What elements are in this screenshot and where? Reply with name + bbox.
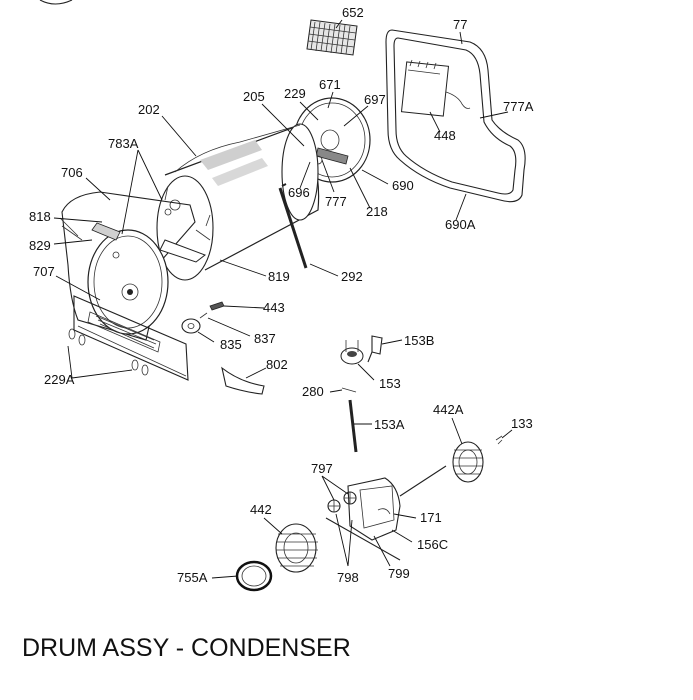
label-777A: 777A [503, 99, 534, 114]
motor-171 [325, 465, 447, 561]
pulley-442A [452, 435, 503, 483]
motor-mount-153 [340, 335, 383, 453]
label-819: 819 [268, 269, 290, 284]
label-690: 690 [392, 178, 414, 193]
label-696: 696 [288, 185, 310, 200]
label-802: 802 [266, 357, 288, 372]
label-153: 153 [379, 376, 401, 391]
bracket-802 [221, 366, 265, 395]
washer-835 [181, 312, 208, 334]
label-690A: 690A [445, 217, 476, 232]
label-153A: 153A [374, 417, 405, 432]
pulley-442 [275, 523, 318, 573]
label-706: 706 [61, 165, 83, 180]
label-77: 77 [453, 17, 467, 32]
label-292: 292 [341, 269, 363, 284]
ring-755A [235, 560, 273, 592]
label-707: 707 [33, 264, 55, 279]
leader-lines [53, 19, 513, 579]
grille-652 [306, 19, 358, 56]
label-835: 835 [220, 337, 242, 352]
clips-229A [68, 328, 149, 376]
label-783A: 783A [108, 136, 139, 151]
label-171: 171 [420, 510, 442, 525]
part-443 [209, 301, 225, 311]
support-rod-292 [278, 183, 308, 269]
label-442: 442 [250, 502, 272, 517]
label-837: 837 [254, 331, 276, 346]
label-829: 829 [29, 238, 51, 253]
label-797: 797 [311, 461, 333, 476]
part-labels: 652 77 671 229 205 697 202 783A 777A 448… [29, 5, 534, 585]
label-818: 818 [29, 209, 51, 224]
label-799: 799 [388, 566, 410, 581]
label-442A: 442A [433, 402, 464, 417]
label-205: 205 [243, 89, 265, 104]
front-bulkhead-707 [59, 191, 211, 341]
label-697: 697 [364, 92, 386, 107]
label-202: 202 [138, 102, 160, 117]
label-448: 448 [434, 128, 456, 143]
back-panel-77 [385, 29, 526, 203]
label-280: 280 [302, 384, 324, 399]
label-798: 798 [337, 570, 359, 585]
label-229: 229 [284, 86, 306, 101]
label-443: 443 [263, 300, 285, 315]
base-tray [73, 295, 189, 381]
label-133: 133 [511, 416, 533, 431]
label-755A: 755A [177, 570, 208, 585]
label-156C: 156C [417, 537, 448, 552]
label-218: 218 [366, 204, 388, 219]
label-229A: 229A [44, 372, 75, 387]
label-153B: 153B [404, 333, 434, 348]
diagram-title: DRUM ASSY - CONDENSER [22, 634, 351, 662]
corner-fragment [39, 0, 73, 5]
label-777: 777 [325, 194, 347, 209]
label-671: 671 [319, 77, 341, 92]
label-652: 652 [342, 5, 364, 20]
